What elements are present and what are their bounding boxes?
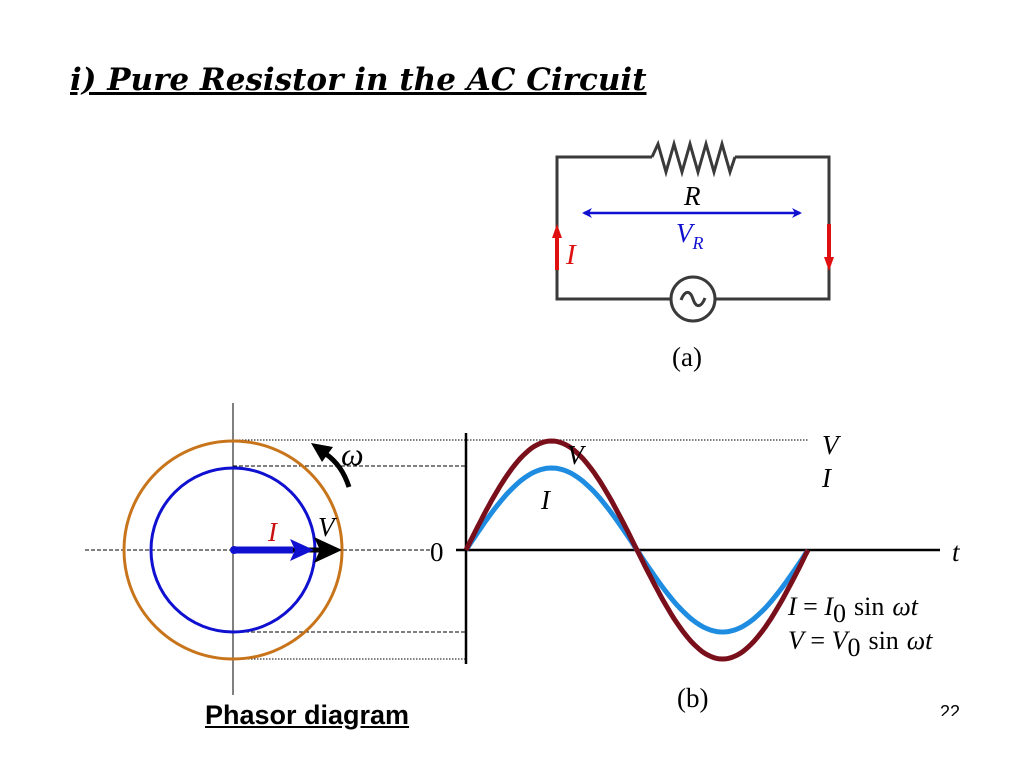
end-v-label: V [822,430,842,460]
current-label-circuit: I [565,239,577,271]
eq-v-sub: 0 [847,633,860,662]
phasor-diagram-caption: Phasor diagram [205,700,410,730]
curve-i-label: I [540,485,552,515]
end-i-label: I [821,463,833,493]
current-arrowhead-up [552,224,562,238]
voltage-waveform [463,438,811,662]
current-phasor-head [290,539,314,561]
current-arrowhead-down [824,257,834,271]
voltage-phasor-head [314,537,342,563]
phasor-voltage-label: V [318,512,338,542]
eq-i-lhs: I [787,592,798,621]
eq-v-amp: V [832,626,851,655]
phasor-diagram: I V ω [85,403,808,695]
eq-i-equals: = [797,592,825,621]
voltage-label: VR [676,218,704,253]
graph-caption: (b) [677,683,708,713]
eq-i-amp: I [823,592,834,621]
origin-label: 0 [430,537,444,567]
eq-v-arg: ωt [907,626,933,655]
eq-i-arg: ωt [892,592,918,621]
circuit-caption: (a) [672,342,702,372]
circuit-diagram: R VR I (a) [552,138,834,372]
eq-v-lhs: V [788,626,807,655]
voltage-label-sub: R [692,233,704,253]
slide-number: 22 [940,703,961,716]
phasor-origin-dot [230,546,238,554]
slide-title: i) Pure Resistor in the AC Circuit [70,62,647,98]
eq-i-fn: sin [854,592,884,621]
t-axis-label: t [952,537,961,567]
rotation-arrow-icon [324,451,352,488]
ac-source-wave-icon [679,290,707,308]
rotation-arrowhead [311,443,333,462]
eq-v-fn: sin [868,626,898,655]
resistor-label: R [683,181,701,211]
eq-v-equals: = [804,626,832,655]
omega-label: ω [341,436,364,472]
voltage-label-main: V [676,218,696,248]
curve-v-label: V [567,440,587,470]
eq-i-sub: 0 [833,599,846,628]
resistor-symbol [650,138,737,178]
phasor-current-label: I [267,517,279,547]
